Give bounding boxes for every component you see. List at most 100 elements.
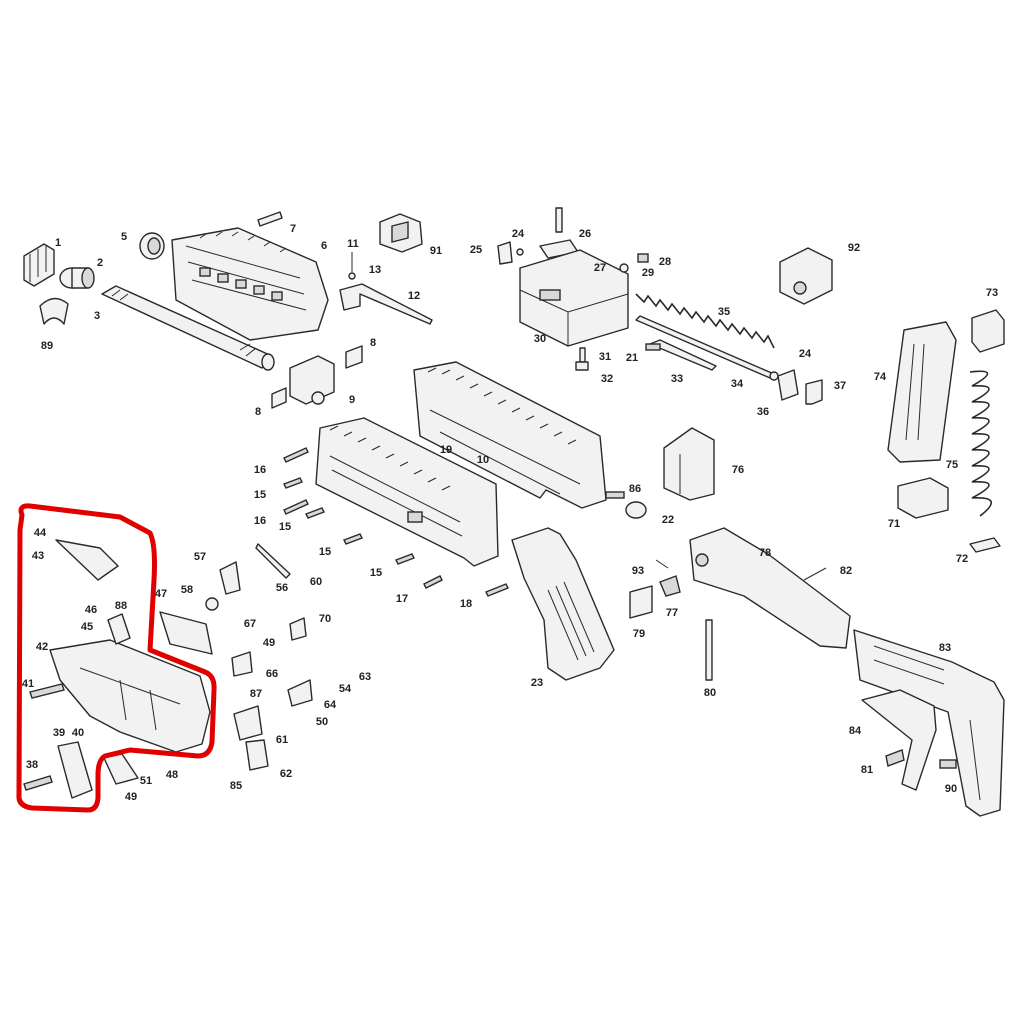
small-bushing-parts — [605, 491, 647, 519]
part-number-8: 8 — [370, 337, 376, 349]
handguard-screw-part — [257, 211, 283, 227]
small-clip-part-a — [345, 345, 363, 369]
part-number-66: 66 — [266, 668, 278, 680]
part-number-18: 18 — [460, 598, 472, 610]
part-number-3: 3 — [94, 310, 100, 322]
guide-rod-part — [635, 315, 779, 381]
part-number-16: 16 — [254, 464, 266, 476]
part-number-90: 90 — [945, 783, 957, 795]
part-number-36: 36 — [757, 406, 769, 418]
part-number-15: 15 — [279, 521, 291, 533]
muzzle-nut-part — [23, 243, 55, 287]
part-number-41: 41 — [22, 678, 34, 690]
part-number-8: 8 — [255, 406, 261, 418]
grip-part — [511, 527, 615, 681]
part-number-34: 34 — [731, 378, 744, 390]
part-number-61: 61 — [276, 734, 288, 746]
part-number-50: 50 — [316, 716, 328, 728]
part-number-62: 62 — [280, 768, 292, 780]
barrel-part — [101, 285, 275, 371]
charging-handle-part — [339, 283, 433, 325]
part-number-44: 44 — [34, 527, 47, 539]
part-number-89: 89 — [41, 340, 53, 352]
small-lever-part — [497, 241, 524, 265]
part-number-92: 92 — [848, 242, 860, 254]
part-number-13: 13 — [369, 264, 381, 276]
part-number-81: 81 — [861, 764, 873, 776]
part-number-40: 40 — [72, 727, 84, 739]
part-number-51: 51 — [140, 775, 152, 787]
part-number-86: 86 — [629, 483, 641, 495]
barrel-clip-part — [39, 297, 69, 325]
part-number-10: 10 — [477, 454, 489, 466]
magazine-base-part — [897, 477, 949, 519]
front-sight-part — [379, 213, 423, 253]
part-number-93: 93 — [632, 565, 644, 577]
recoil-spring-part — [635, 293, 775, 349]
part-number-60: 60 — [310, 576, 322, 588]
part-number-30: 30 — [534, 333, 546, 345]
part-number-48: 48 — [166, 769, 178, 781]
part-number-22: 22 — [662, 514, 674, 526]
part-number-63: 63 — [359, 671, 371, 683]
part-number-58: 58 — [181, 584, 193, 596]
part-number-6: 6 — [321, 240, 327, 252]
base-plate-part — [969, 537, 1001, 553]
part-number-74: 74 — [874, 371, 887, 383]
mag-catch-part — [663, 427, 715, 501]
part-number-24: 24 — [799, 348, 812, 360]
part-number-23: 23 — [531, 677, 543, 689]
part-number-27: 27 — [594, 262, 606, 274]
part-number-71: 71 — [888, 518, 900, 530]
part-number-7: 7 — [290, 223, 296, 235]
part-number-19: 19 — [440, 444, 452, 456]
part-number-15: 15 — [319, 546, 331, 558]
part-number-70: 70 — [319, 613, 331, 625]
part-number-76: 76 — [732, 464, 744, 476]
part-number-75: 75 — [946, 459, 958, 471]
part-number-64: 64 — [324, 699, 337, 711]
part-number-79: 79 — [633, 628, 645, 640]
part-number-77: 77 — [666, 607, 678, 619]
follower-part — [971, 309, 1005, 353]
part-number-80: 80 — [704, 687, 716, 699]
screw-parts — [283, 447, 509, 597]
part-number-2: 2 — [97, 257, 103, 269]
barrel-collar-part — [59, 267, 95, 289]
part-number-73: 73 — [986, 287, 998, 299]
part-number-42: 42 — [36, 641, 48, 653]
handguard-ring-part — [139, 232, 165, 260]
part-number-38: 38 — [26, 759, 38, 771]
part-number-12: 12 — [408, 290, 420, 302]
part-number-54: 54 — [339, 683, 352, 695]
small-spring-part — [619, 253, 649, 273]
part-number-67: 67 — [244, 618, 256, 630]
trigger-housing-part — [49, 639, 211, 753]
part-number-11: 11 — [347, 238, 359, 250]
part-number-5: 5 — [121, 231, 127, 243]
part-number-39: 39 — [53, 727, 65, 739]
stock-pin-parts — [629, 559, 957, 769]
highlight-outline — [16, 503, 217, 813]
small-trigger-parts — [205, 543, 313, 771]
part-number-24: 24 — [512, 228, 525, 240]
part-number-1: 1 — [55, 237, 61, 249]
part-number-88: 88 — [115, 600, 127, 612]
part-number-29: 29 — [642, 267, 654, 279]
part-number-35: 35 — [718, 306, 730, 318]
part-number-83: 83 — [939, 642, 951, 654]
part-number-15: 15 — [370, 567, 382, 579]
pin-part — [575, 347, 589, 371]
part-number-85: 85 — [230, 780, 242, 792]
upper-receiver-part — [413, 361, 607, 509]
part-number-72: 72 — [956, 553, 968, 565]
part-number-47: 47 — [155, 588, 167, 600]
firing-pin-part — [645, 339, 717, 371]
sling-swivel-pin-part — [348, 252, 356, 280]
part-number-16: 16 — [254, 515, 266, 527]
part-number-84: 84 — [849, 725, 862, 737]
latch-plate-part — [805, 379, 823, 405]
part-number-31: 31 — [599, 351, 611, 363]
part-number-28: 28 — [659, 256, 671, 268]
part-number-21: 21 — [626, 352, 638, 364]
